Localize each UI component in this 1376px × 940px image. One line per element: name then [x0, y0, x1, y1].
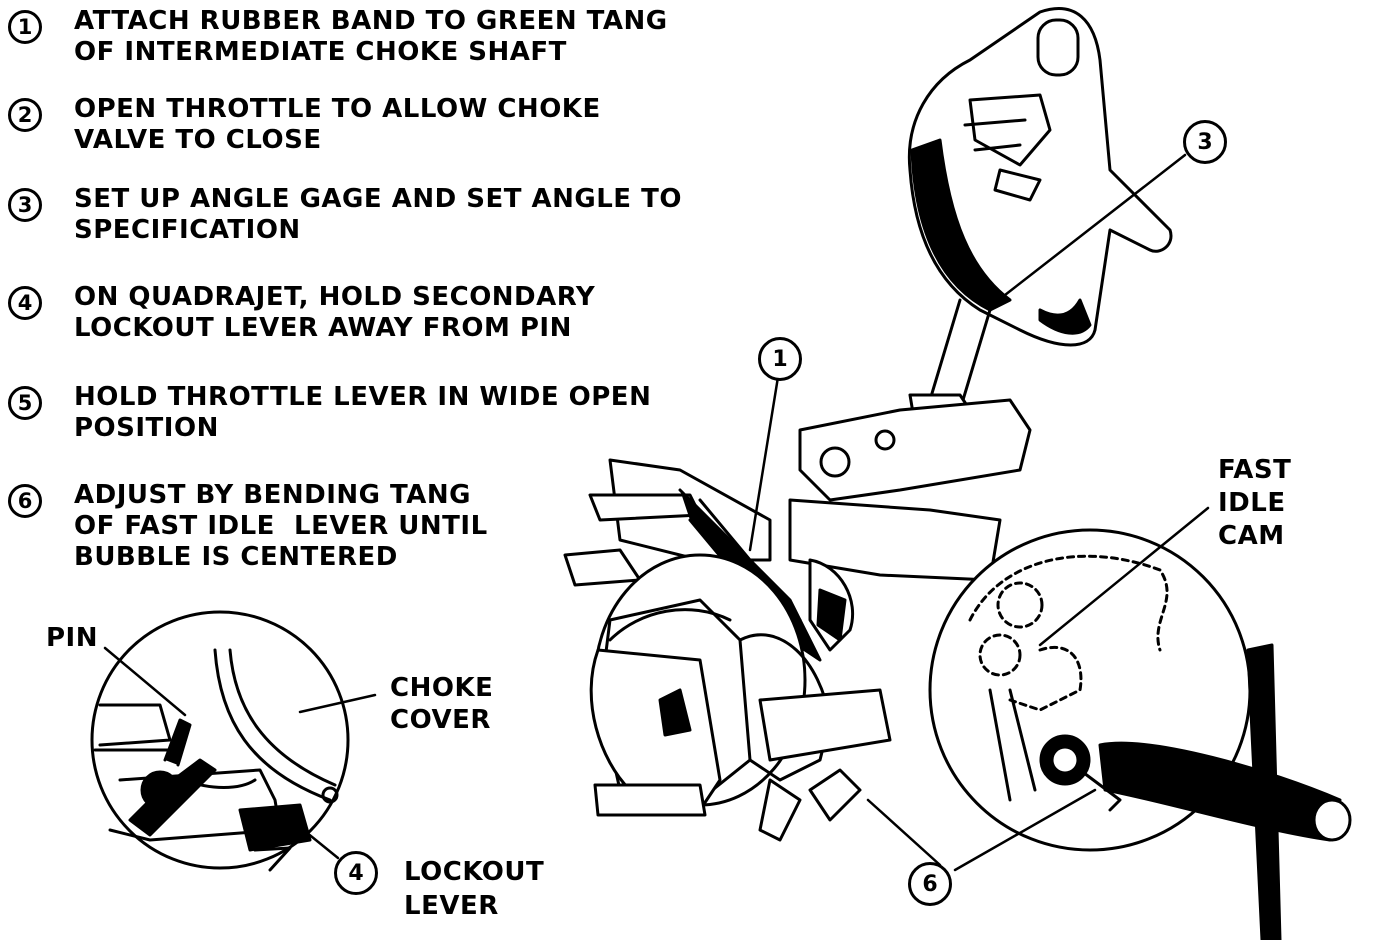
choke-cover-inset-drawing — [90, 610, 350, 872]
choke-cover-label-line-2: COVER — [390, 705, 491, 735]
step-1-line-1: ATTACH RUBBER BAND TO GREEN TANG — [74, 6, 668, 36]
step-5-line-2: POSITION — [74, 413, 219, 443]
fast-idle-cam-label-line-1: FAST — [1218, 455, 1292, 485]
leader-lines — [103, 153, 1210, 872]
step-2-line-2: VALVE TO CLOSE — [74, 125, 322, 155]
callout-lockout: 4 — [334, 851, 378, 895]
step-4-line-1: ON QUADRAJET, HOLD SECONDARY — [74, 282, 596, 312]
fast-idle-cam-label-line-2: IDLE — [1218, 488, 1286, 518]
step-3-line-2: SPECIFICATION — [74, 215, 301, 245]
step-5-line-1: HOLD THROTTLE LEVER IN WIDE OPEN — [74, 382, 652, 412]
step-2-number: 2 — [8, 98, 42, 132]
callout-angle-gage: 3 — [1183, 120, 1227, 164]
lockout-lever-label-line-2: LEVER — [404, 891, 499, 921]
lockout-lever-label-line-1: LOCKOUT — [404, 857, 545, 887]
step-6-line-2: OF FAST IDLE LEVER UNTIL — [74, 511, 488, 541]
step-3-number: 3 — [8, 188, 42, 222]
step-5-number: 5 — [8, 386, 42, 420]
fast-idle-inset-drawing — [928, 528, 1352, 940]
step-2-line-1: OPEN THROTTLE TO ALLOW CHOKE — [74, 94, 601, 124]
step-4-line-2: LOCKOUT LEVER AWAY FROM PIN — [74, 313, 572, 343]
choke-housing-drawing — [589, 553, 892, 842]
pin-label: PIN — [46, 623, 98, 653]
step-6-line-1: ADJUST BY BENDING TANG — [74, 480, 471, 510]
choke-cover-label-line-1: CHOKE — [390, 673, 494, 703]
callout-fast-idle: 6 — [908, 862, 952, 906]
callout-rubber-band: 1 — [758, 337, 802, 381]
step-1-number: 1 — [8, 10, 42, 44]
step-3-line-1: SET UP ANGLE GAGE AND SET ANGLE TO — [74, 184, 682, 214]
step-6-line-3: BUBBLE IS CENTERED — [74, 542, 398, 572]
fast-idle-cam-label-line-3: CAM — [1218, 521, 1285, 551]
step-4-number: 4 — [8, 286, 42, 320]
step-6-number: 6 — [8, 484, 42, 518]
angle-gage-drawing — [907, 7, 1173, 457]
step-1-line-2: OF INTERMEDIATE CHOKE SHAFT — [74, 37, 567, 67]
